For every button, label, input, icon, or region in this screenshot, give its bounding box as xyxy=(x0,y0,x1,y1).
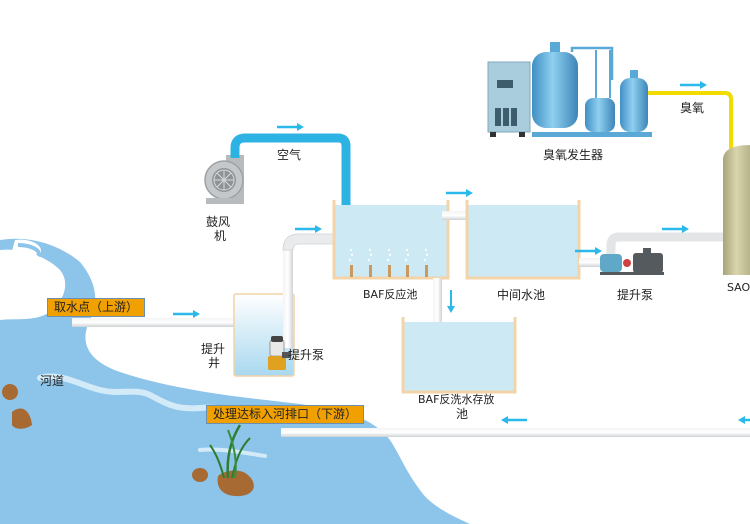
lift-pump-well-label: 提升泵 xyxy=(288,348,325,362)
backwash-tank-label-line1: BAF反洗水存放 xyxy=(418,393,495,406)
blower-label-line1: 鼓风 xyxy=(206,215,231,229)
baf-to-middle-pipe xyxy=(442,211,472,220)
arrow-right-icon xyxy=(575,247,602,255)
sao-tank-label: SAO xyxy=(727,281,750,294)
arrow-left-icon xyxy=(738,416,750,424)
arrow-right-icon xyxy=(277,123,304,131)
flow-arrows xyxy=(173,81,750,424)
intake-pipe xyxy=(72,318,234,327)
pump-to-sao-pipe xyxy=(606,232,727,254)
arrow-right-icon xyxy=(173,310,200,318)
baf-tank-label: BAF反应池 xyxy=(363,288,418,301)
arrow-down-icon xyxy=(447,290,455,313)
baf-tank xyxy=(332,200,450,280)
outlet-point-tag: 处理达标入河排口（下游） xyxy=(206,405,365,424)
rocks xyxy=(2,384,254,497)
baf-to-backwash-pipe xyxy=(433,278,442,326)
middle-tank-label: 中间水池 xyxy=(497,288,546,302)
grass xyxy=(209,424,251,479)
blower-icon xyxy=(204,155,244,204)
centrifugal-pump-icon xyxy=(600,248,664,275)
arrow-right-icon xyxy=(680,81,707,89)
ozone-generator-icon xyxy=(487,42,652,137)
sao-tank-icon xyxy=(723,145,750,275)
arrow-right-icon xyxy=(446,189,473,197)
river xyxy=(0,238,470,524)
arrow-right-icon xyxy=(295,225,322,233)
arrow-left-icon xyxy=(501,416,527,424)
well-riser-elbow xyxy=(282,233,335,251)
lift-well-label-line2: 井 xyxy=(208,356,221,370)
air-label: 空气 xyxy=(277,148,302,162)
ozone-generator-label: 臭氧发生器 xyxy=(543,148,604,162)
outlet-pipe xyxy=(281,428,750,437)
lift-well-label-line1: 提升 xyxy=(201,342,226,356)
middle-to-pump-pipe xyxy=(579,258,603,267)
submersible-pump-icon xyxy=(268,336,290,370)
air-pipe xyxy=(230,133,351,218)
ozone-pipe xyxy=(648,91,733,150)
blower-label-line2: 机 xyxy=(214,229,227,243)
ozone-label: 臭氧 xyxy=(680,101,705,115)
arrow-right-icon xyxy=(662,225,689,233)
well-riser-pipe xyxy=(283,248,293,348)
backwash-tank-label-line2: 池 xyxy=(456,407,469,421)
river-label: 河道 xyxy=(40,374,65,388)
intake-point-tag: 取水点（上游） xyxy=(47,298,146,317)
backwash-tank xyxy=(401,317,517,394)
lift-pump-label: 提升泵 xyxy=(617,288,654,302)
middle-tank xyxy=(465,200,581,280)
